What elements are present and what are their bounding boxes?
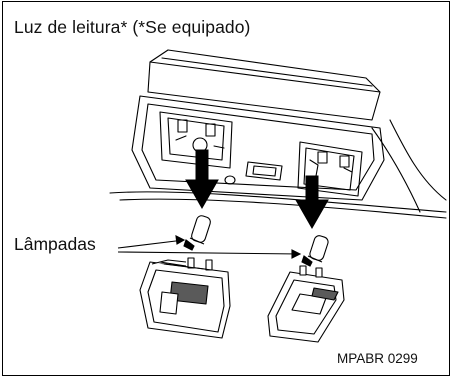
console-upper-top <box>167 49 381 93</box>
headliner-inner-edge <box>119 198 447 219</box>
headliner-edge <box>109 191 447 213</box>
left-removal-arrow <box>185 149 219 210</box>
part-label-lampadas: Lâmpadas <box>14 234 96 254</box>
right-socket-tab-2 <box>339 155 350 168</box>
left-lens-cover <box>139 257 231 339</box>
console-upper-housing <box>147 61 381 121</box>
left-socket-tab-2 <box>205 123 216 137</box>
center-button <box>224 175 236 185</box>
console-upper-inner <box>161 57 373 87</box>
right-removal-arrow <box>295 175 329 230</box>
roof-right-curve-2 <box>371 127 421 213</box>
console-body <box>131 95 385 201</box>
figure-frame <box>2 1 450 376</box>
left-socket-tab-1 <box>177 119 188 133</box>
left-socket-recess <box>159 111 233 169</box>
console-body-inner <box>141 103 375 191</box>
console-upper-side <box>149 49 169 63</box>
left-bulb <box>183 215 211 251</box>
figure-code: MPABR 0299 <box>337 351 418 366</box>
leader-line-left <box>117 239 185 249</box>
center-switch <box>245 161 283 181</box>
right-lens-cover <box>267 265 345 343</box>
roof-right-curve <box>389 119 447 201</box>
leader-line-right <box>117 251 301 255</box>
right-bulb <box>301 235 329 267</box>
figure-title: Luz de leitura* (*Se equipado) <box>14 17 251 37</box>
right-socket-recess <box>297 141 363 197</box>
right-socket-tab-1 <box>317 151 328 164</box>
